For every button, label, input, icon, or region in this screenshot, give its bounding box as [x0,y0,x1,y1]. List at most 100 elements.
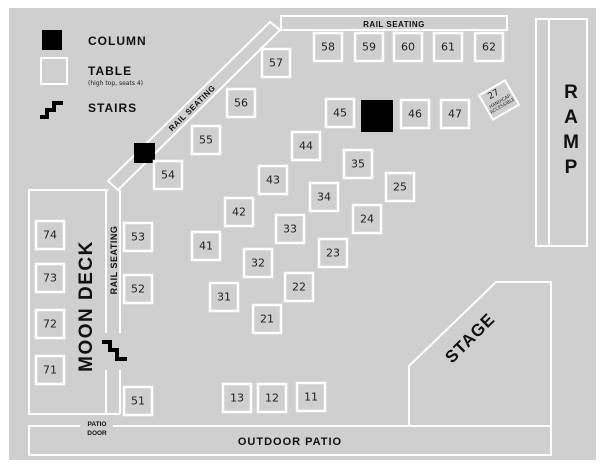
table-number: 72 [43,318,57,331]
legend-column-label: COLUMN [88,34,147,48]
table-72[interactable]: 72 [34,308,66,340]
table-45[interactable]: 45 [324,97,356,129]
table-51[interactable]: 51 [122,385,154,417]
table-number: 73 [43,272,57,285]
table-outline [257,164,289,196]
table-number: 62 [482,41,496,54]
outdoor-patio-label: OUTDOOR PATIO [238,436,342,448]
table-11[interactable]: 11 [295,381,327,413]
table-outline [256,382,288,414]
table-62[interactable]: 62 [473,31,505,63]
table-outline [260,47,292,79]
table-outline [122,273,154,305]
moon-deck-label: MOON DECK [76,240,97,372]
table-52[interactable]: 52 [122,273,154,305]
table-number: 35 [351,158,365,171]
stage [408,281,552,427]
table-number: 27 [486,88,501,102]
table-outline [290,130,322,162]
stairs-legend-icon [40,101,63,119]
table-number: 23 [326,247,340,260]
table-22[interactable]: 22 [283,271,315,303]
table-outline [312,31,344,63]
table-55[interactable]: 55 [190,124,222,156]
table-43[interactable]: 43 [257,164,289,196]
table-41[interactable]: 41 [190,230,222,262]
table-number: 54 [161,169,175,182]
table-number: 25 [393,181,407,194]
table-44[interactable]: 44 [290,130,322,162]
table-number: 51 [131,395,145,408]
table-24[interactable]: 24 [351,203,383,235]
table-number: 61 [441,41,455,54]
table-number: 53 [131,231,145,244]
table-21[interactable]: 21 [251,303,283,335]
table-13[interactable]: 13 [221,382,253,414]
table-47[interactable]: 47 [439,98,471,130]
table-number: 32 [251,257,265,270]
table-outline [34,262,66,294]
table-61[interactable]: 61 [432,31,464,63]
table-12[interactable]: 12 [256,382,288,414]
table-number: 60 [401,41,415,54]
table-35[interactable]: 35 [342,148,374,180]
table-outline [34,219,66,251]
table-46[interactable]: 46 [399,98,431,130]
column-legend-icon [42,30,62,50]
table-number: 34 [317,191,331,204]
table-33[interactable]: 33 [274,213,306,245]
legend-stairs-label: STAIRS [88,101,137,115]
table-32[interactable]: 32 [242,247,274,279]
table-outline [308,181,340,213]
table-56[interactable]: 56 [225,87,257,119]
table-number: 33 [283,223,297,236]
table-54[interactable]: 54 [152,159,184,191]
table-73[interactable]: 73 [34,262,66,294]
table-number: 46 [408,108,422,121]
table-57[interactable]: 57 [260,47,292,79]
table-42[interactable]: 42 [223,196,255,228]
patio-door-label-line2: DOOR [87,430,107,437]
table-legend-icon [40,57,68,85]
table-outline [283,271,315,303]
table-60[interactable]: 60 [392,31,424,63]
table-outline [34,354,66,386]
table-31[interactable]: 31 [208,281,240,313]
table-number: 13 [230,392,244,405]
table-number: 12 [265,392,279,405]
table-number: 59 [362,41,376,54]
table-number: 11 [304,391,318,404]
table-number: 56 [234,97,248,110]
legend: COLUMN TABLE (high top, seats 4) STAIRS [40,30,147,119]
table-71[interactable]: 71 [34,354,66,386]
table-number: 47 [448,108,462,121]
table-outline [399,98,431,130]
table-outline [324,97,356,129]
table-74[interactable]: 74 [34,219,66,251]
table-53[interactable]: 53 [122,221,154,253]
table-outline [432,31,464,63]
table-25[interactable]: 25 [384,171,416,203]
table-58[interactable]: 58 [312,31,344,63]
table-outline [384,171,416,203]
table-number: 45 [333,107,347,120]
table-outline [225,87,257,119]
table-number: 41 [199,240,213,253]
table-outline [242,247,274,279]
table-outline [223,196,255,228]
table-27-accessible[interactable]: 27 HANDICAP ACCESSIBLE [477,79,521,121]
table-number: 57 [269,57,283,70]
table-outline [353,31,385,63]
moon-deck [28,189,127,415]
table-number: 58 [321,41,335,54]
table-outline [473,31,505,63]
table-59[interactable]: 59 [353,31,385,63]
tables: 58 59 60 61 62 57 56 55 54 45 46 47 44 35 25 34 24 43 42 33… [34,31,505,417]
table-23[interactable]: 23 [317,237,349,269]
table-number: 42 [232,206,246,219]
legend-table-label: TABLE [88,64,132,78]
table-outline [274,213,306,245]
table-34[interactable]: 34 [308,181,340,213]
table-outline [190,124,222,156]
